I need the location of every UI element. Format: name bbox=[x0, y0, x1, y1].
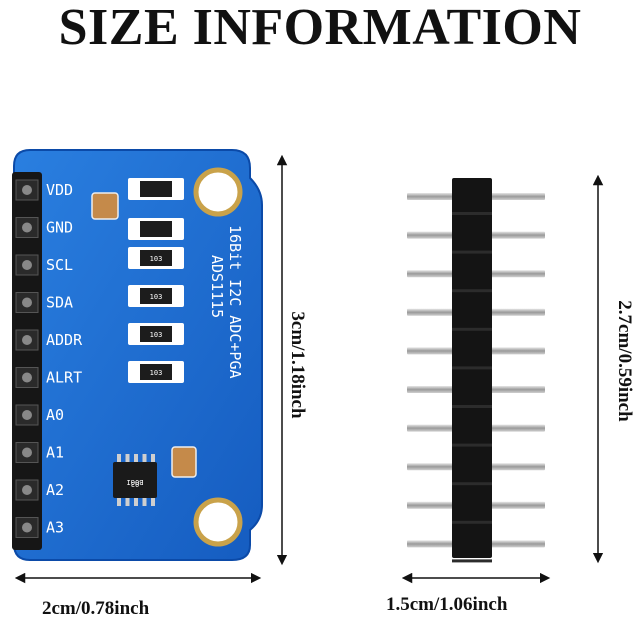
board-pin-hole bbox=[22, 335, 32, 345]
board-pin-hole bbox=[22, 410, 32, 420]
pin-label-addr: ADDR bbox=[46, 331, 83, 349]
board-pin-hole bbox=[22, 485, 32, 495]
header-ridge bbox=[452, 289, 492, 293]
pin-header-strip bbox=[407, 178, 545, 563]
header-ridge bbox=[452, 366, 492, 370]
pin-label-sda: SDA bbox=[46, 294, 73, 312]
chip-leg bbox=[134, 454, 138, 462]
chip-marking-line2: 03 bbox=[131, 480, 139, 488]
pin-label-a2: A2 bbox=[46, 481, 64, 499]
chip-marking-line1: BOGI bbox=[127, 478, 144, 486]
resistor-body bbox=[140, 288, 172, 304]
board-height-label: 3cm/1.18inch bbox=[287, 311, 308, 419]
board-width-label: 2cm/0.78inch bbox=[42, 598, 150, 619]
header-height-label: 2.7cm/0.59inch bbox=[614, 300, 635, 422]
board-pin-hole bbox=[22, 372, 32, 383]
chip-leg bbox=[151, 454, 155, 462]
resistor-code: 103 bbox=[150, 255, 163, 263]
header-ridge bbox=[452, 443, 492, 447]
chip-leg bbox=[142, 498, 147, 506]
board-text-line2: ADS1115 bbox=[208, 255, 226, 318]
header-ridge bbox=[452, 212, 492, 215]
header-ridge bbox=[452, 559, 492, 563]
mounting-hole bbox=[193, 497, 243, 547]
resistor-body bbox=[140, 250, 172, 266]
chip-leg bbox=[125, 498, 130, 506]
page-title: SIZE INFORMATION bbox=[58, 0, 582, 56]
board-text-line1: 16Bit I2C ADC+PGA bbox=[226, 225, 244, 379]
chip-leg bbox=[142, 454, 147, 462]
resistor-code: 103 bbox=[150, 293, 163, 301]
capacitor bbox=[171, 446, 197, 478]
header-ridge bbox=[452, 250, 492, 254]
header-ridge bbox=[452, 482, 492, 486]
resistor-body bbox=[140, 326, 172, 342]
header-ridge bbox=[452, 520, 492, 524]
chip-leg bbox=[151, 498, 155, 506]
chip-leg bbox=[117, 498, 121, 506]
pin-label-a3: A3 bbox=[46, 519, 64, 537]
chip-leg bbox=[125, 454, 130, 462]
chip-leg bbox=[117, 454, 121, 462]
resistor-code: 103 bbox=[150, 331, 163, 339]
pin-label-a0: A0 bbox=[46, 406, 64, 424]
pin-label-a1: A1 bbox=[46, 444, 64, 462]
chip-leg bbox=[134, 498, 138, 506]
board-pin-hole bbox=[22, 447, 32, 458]
board-pin-hole bbox=[22, 185, 32, 195]
resistor-code: 103 bbox=[150, 369, 163, 377]
board-pin-hole bbox=[22, 260, 32, 270]
board-pin-hole bbox=[22, 522, 32, 533]
mounting-hole bbox=[193, 167, 243, 217]
pin-label-gnd: GND bbox=[46, 219, 73, 237]
header-ridge bbox=[452, 327, 492, 331]
header-ridge bbox=[452, 405, 492, 408]
pin-label-vdd: VDD bbox=[46, 181, 73, 199]
board-pin-hole bbox=[22, 222, 32, 233]
header-width-label: 1.5cm/1.06inch bbox=[386, 594, 508, 615]
pin-label-scl: SCL bbox=[46, 256, 73, 274]
capacitor bbox=[91, 192, 119, 220]
resistor-body bbox=[140, 364, 172, 380]
adc-chip bbox=[113, 462, 157, 498]
board-pin-hole bbox=[22, 297, 32, 308]
pin-label-alrt: ALRT bbox=[46, 369, 82, 387]
